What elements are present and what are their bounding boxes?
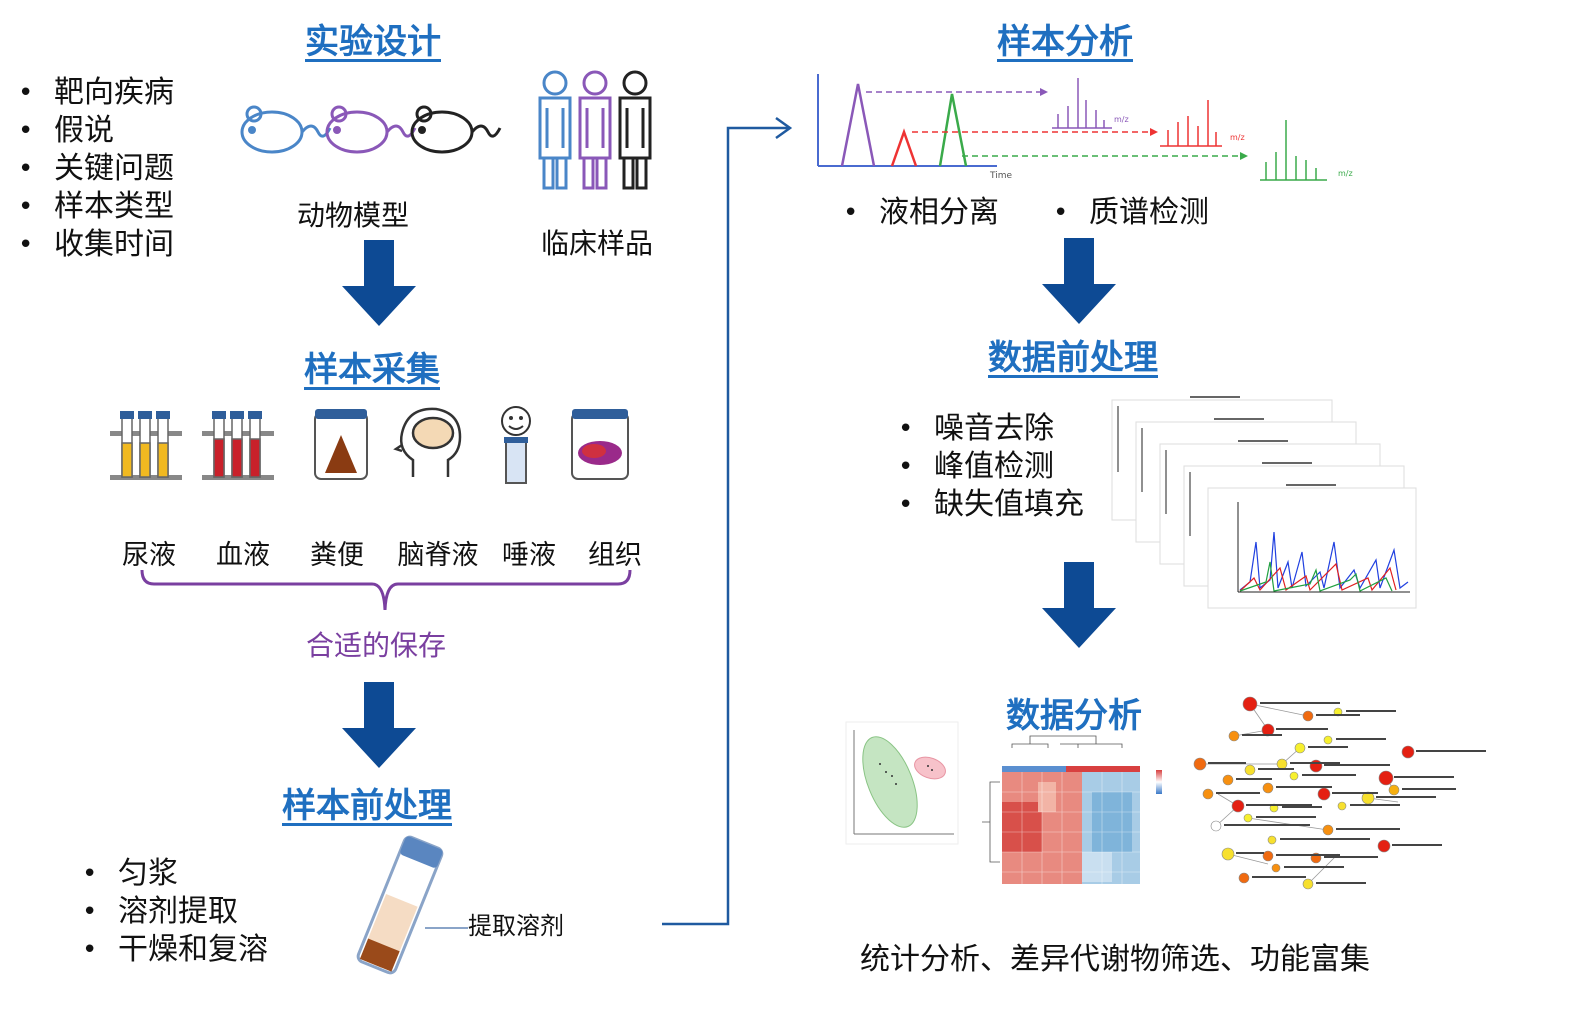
sample-label-urine: 尿液 [122, 540, 176, 571]
design-bullet: 靶向疾病 [18, 74, 174, 112]
brain-head-icon [393, 407, 462, 477]
design-bullet-list: 靶向疾病 假说 关键问题 样本类型 收集时间 [18, 74, 174, 264]
preprocessing-bullet: 噪音去除 [898, 410, 1084, 448]
down-arrow-icon [1042, 238, 1116, 324]
storage-brace-icon [140, 569, 632, 611]
ms-mz-label: m/z [1114, 115, 1129, 124]
sample-prep-title: 样本前处理 [282, 786, 452, 826]
urine-tubes-icon [110, 411, 182, 480]
sample-label-tissue: 组织 [588, 540, 642, 571]
mouse-icon-black [410, 105, 502, 154]
down-arrow-icon [342, 682, 416, 768]
design-bullet: 关键问题 [18, 150, 174, 188]
down-arrow-icon [1042, 562, 1116, 648]
tissue-jar-icon [571, 409, 629, 480]
ms-mz-label: m/z [1230, 133, 1245, 142]
sample-label-blood: 血液 [216, 540, 270, 571]
analysis-bullet: 液相分离 [843, 194, 999, 232]
down-arrow-icon [342, 240, 416, 326]
extraction-tube-icon [356, 835, 468, 975]
sample-label-feces: 粪便 [310, 540, 364, 571]
extraction-solvent-label: 提取溶剂 [468, 912, 564, 940]
preprocessing-bullet: 缺失值填充 [898, 486, 1084, 524]
clinical-sample-icon [538, 70, 652, 190]
animal-model-label: 动物模型 [297, 199, 410, 232]
lcms-schematic-icon: Time m/z m/z m/z [817, 74, 1353, 181]
data-analysis-caption: 统计分析、差异代谢物筛选、功能富集 [860, 942, 1370, 977]
sample-analysis-title: 样本分析 [997, 22, 1133, 62]
analysis-bullet: 质谱检测 [1053, 194, 1209, 232]
design-bullet: 样本类型 [18, 188, 174, 226]
person-icon-purple [578, 70, 612, 190]
design-bullet: 收集时间 [18, 226, 174, 264]
analysis-bullet-list: 液相分离 质谱检测 [843, 194, 1209, 232]
feces-jar-icon [314, 409, 368, 480]
clinical-sample-label: 临床样品 [541, 227, 654, 260]
sample-label-saliva: 唾液 [502, 540, 556, 571]
prep-bullet: 干燥和复溶 [82, 931, 268, 969]
data-preprocessing-title: 数据前处理 [988, 338, 1158, 378]
mouse-icon-blue [240, 105, 332, 154]
data-analysis-title: 数据分析 [1006, 696, 1142, 736]
storage-label: 合适的保存 [306, 629, 447, 662]
chromatogram-stack-icon [1111, 396, 1417, 609]
blood-tubes-icon [202, 411, 274, 480]
person-icon-blue [538, 70, 572, 190]
preprocessing-bullet-list: 噪音去除 峰值检测 缺失值填充 [898, 410, 1084, 524]
heatmap-icon [982, 735, 1162, 884]
pathway-label-marks [1208, 702, 1486, 884]
ms-mz-label: m/z [1338, 169, 1353, 178]
animal-model-icon [240, 105, 502, 154]
design-bullet: 假说 [18, 112, 174, 150]
mouse-icon-purple [325, 105, 417, 154]
sample-icons-row [110, 406, 629, 484]
preprocessing-bullet: 峰值检测 [898, 448, 1084, 486]
prep-bullet: 匀浆 [82, 855, 268, 893]
experimental-design-title: 实验设计 [305, 22, 441, 62]
connector-arrow-icon [662, 116, 793, 926]
prep-bullet-list: 匀浆 溶剂提取 干燥和复溶 [82, 855, 268, 969]
pca-plot-icon [845, 721, 959, 845]
sample-collection-title: 样本采集 [304, 350, 440, 390]
person-icon-black [618, 70, 652, 190]
saliva-person-icon [501, 406, 531, 484]
lcms-time-axis-label: Time [989, 171, 1012, 181]
prep-bullet: 溶剂提取 [82, 893, 268, 931]
enrichment-network-icon [1193, 696, 1486, 890]
sample-label-csf: 脑脊液 [397, 540, 479, 571]
